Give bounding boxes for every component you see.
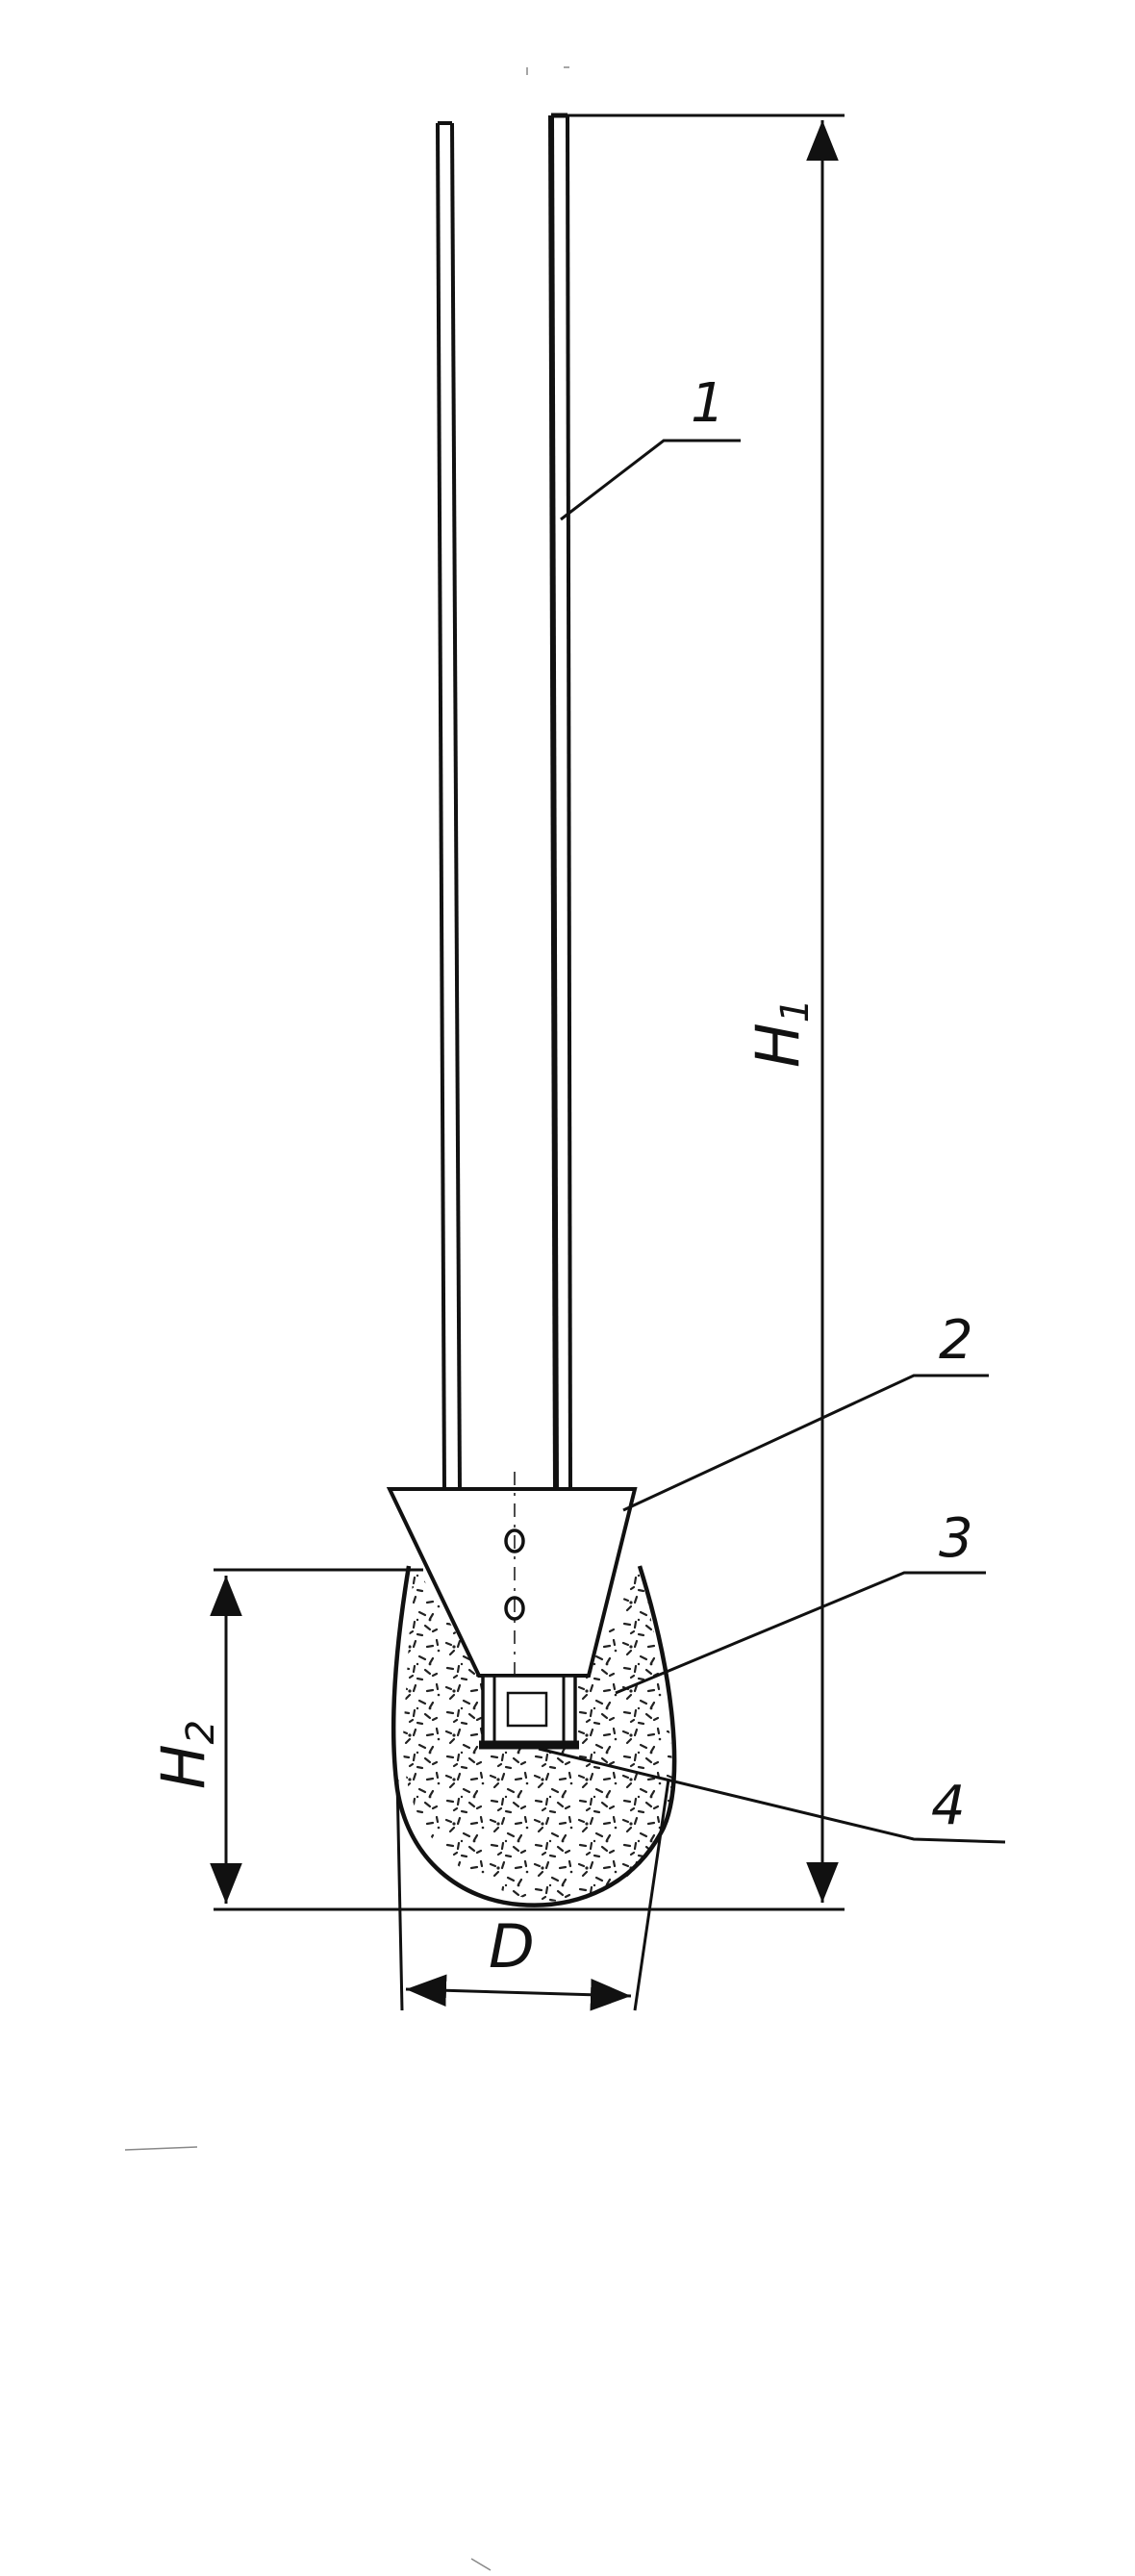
leader-3 [615, 1571, 986, 1695]
left-rod-inner [450, 122, 462, 1492]
callout-1: 1 [691, 372, 725, 435]
callout-3: 3 [939, 1507, 973, 1570]
cone-plug [386, 1487, 638, 1678]
d-dimension-line [405, 1974, 632, 2011]
dimension-h2-label: H2 [148, 1720, 223, 1789]
capsule-shell [391, 1565, 677, 1907]
callout-2: 2 [939, 1309, 973, 1372]
right-rod-inner [566, 114, 572, 1492]
leader-1 [560, 439, 741, 521]
plug-hole-lower [504, 1596, 525, 1621]
sensor-element [479, 1674, 579, 1750]
dimension-h2 [210, 1568, 640, 1911]
left-rod-outer [436, 122, 446, 1492]
leader-lines [538, 439, 1006, 1844]
leader-4 [538, 1747, 1006, 1844]
plug-hole-upper [504, 1528, 525, 1553]
dimension-d [395, 1779, 670, 2011]
d-extension-right [633, 1779, 670, 2011]
wire-rods [436, 113, 572, 1492]
callout-4: 4 [931, 1775, 966, 1837]
right-rod-outer [548, 114, 559, 1492]
leader-2 [622, 1374, 989, 1512]
dimension-h1 [568, 114, 845, 1911]
dimension-d-label: D [489, 1911, 535, 1982]
d-extension-left [395, 1779, 404, 2011]
dimension-h1-label: H1 [743, 998, 818, 1068]
scan-marks [124, 66, 569, 2571]
